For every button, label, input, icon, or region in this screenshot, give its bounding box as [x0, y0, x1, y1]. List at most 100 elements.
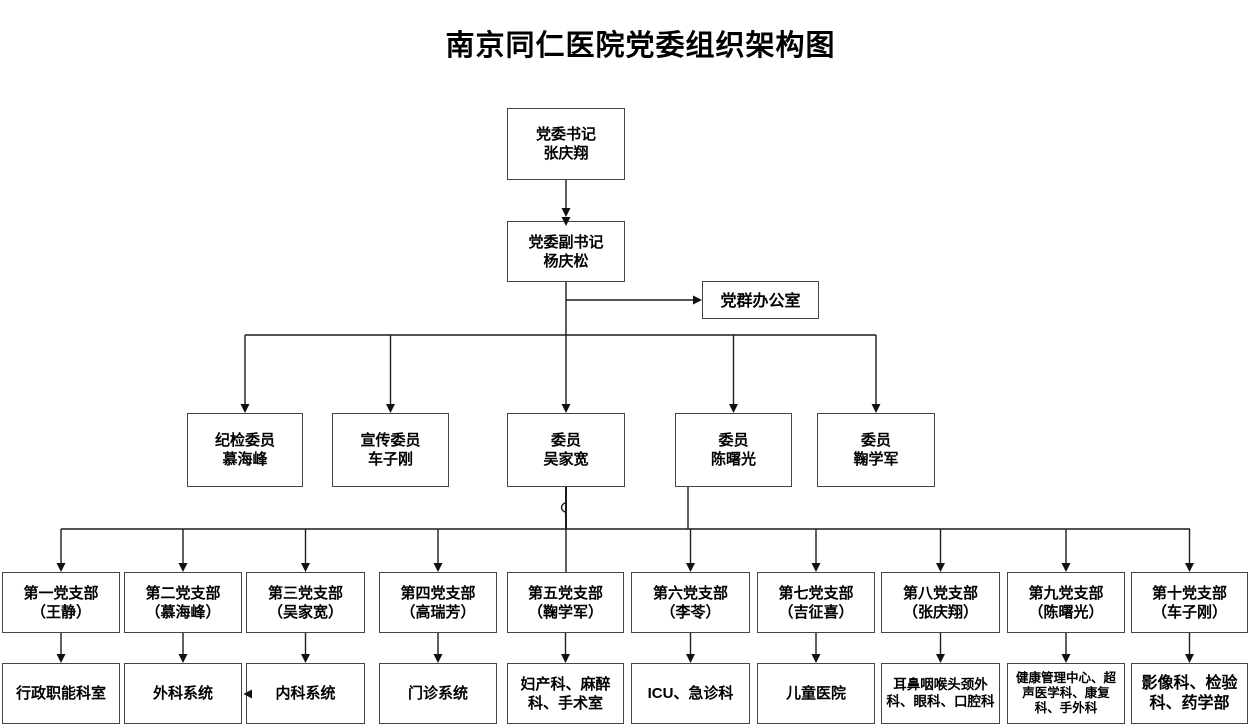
node-dept-9: 健康管理中心、超声医学科、康复科、手外科 [1007, 663, 1125, 724]
dept-label: 内科系统 [275, 685, 336, 702]
branch-leader: （慕海峰） [145, 603, 221, 621]
node-branch-8: 第八党支部 （张庆翔） [881, 572, 1000, 633]
arrowhead-down [1185, 563, 1194, 572]
node-committee-discipline: 纪检委员 慕海峰 [187, 413, 303, 487]
arrowhead-down [178, 563, 188, 572]
node-dept-8: 耳鼻咽喉头颈外科、眼科、口腔科 [881, 663, 1000, 724]
node-committee-member-2: 委员 陈曙光 [675, 413, 792, 487]
branch-leader: （吉征喜） [778, 603, 854, 621]
node-title: 党委书记 [535, 126, 596, 143]
node-committee-member-3: 委员 鞠学军 [817, 413, 935, 487]
node-person: 慕海峰 [222, 451, 268, 468]
arrowhead-down [811, 563, 821, 572]
node-dept-10: 影像科、检验科、药学部 [1131, 663, 1248, 724]
branch-leader: （王静） [30, 603, 91, 621]
arrowhead-down [1061, 654, 1071, 663]
arrowhead-down [240, 404, 250, 413]
node-committee-member-1: 委员 吴家宽 [507, 413, 625, 487]
dept-label: 妇产科、麻醉科、手术室 [520, 675, 611, 712]
node-title: 委员 [718, 432, 749, 449]
branch-leader: （鞠学军） [527, 603, 603, 621]
branch-name: 第三党支部 [267, 584, 343, 602]
node-title: 党委副书记 [528, 233, 604, 251]
arrowhead-down [686, 654, 695, 663]
node-branch-3: 第三党支部 （吴家宽） [246, 572, 365, 633]
arrowhead-down [871, 404, 881, 413]
branch-name: 第十党支部 [1151, 584, 1227, 602]
arrowhead-down [433, 563, 443, 572]
branch-name: 第一党支部 [23, 584, 99, 602]
node-party-secretary: 党委书记 张庆翔 [507, 108, 625, 180]
branch-leader: （陈曙光） [1028, 603, 1104, 621]
dept-label: 影像科、检验科、药学部 [1141, 674, 1238, 712]
node-deputy-secretary: 党委副书记 杨庆松 [507, 221, 625, 282]
arrowhead-down [936, 654, 945, 663]
arrowhead-down [936, 563, 945, 572]
node-branch-1: 第一党支部 （王静） [2, 572, 120, 633]
arrowhead-down [1185, 654, 1194, 663]
node-dept-7: 儿童医院 [757, 663, 875, 724]
node-title: 宣传委员 [360, 432, 421, 449]
node-dept-4: 门诊系统 [379, 663, 497, 724]
arrowhead-down [561, 208, 571, 217]
node-party-mass-office: 党群办公室 [702, 281, 819, 319]
page-title: 南京同仁医院党委组织架构图 [445, 28, 836, 62]
node-branch-10: 第十党支部 （车子刚） [1131, 572, 1248, 633]
node-person: 鞠学军 [853, 451, 899, 468]
node-person: 杨庆松 [543, 252, 589, 270]
branch-name: 第七党支部 [778, 584, 854, 602]
arrowhead-right [693, 295, 702, 305]
arrowhead-down [178, 654, 188, 663]
arrowhead-down [386, 404, 395, 413]
dept-label: 门诊系统 [407, 685, 468, 702]
dept-label: 健康管理中心、超声医学科、康复科、手外科 [1015, 671, 1116, 715]
dept-label: 儿童医院 [785, 685, 846, 702]
node-dept-5: 妇产科、麻醉科、手术室 [507, 663, 624, 724]
branch-leader: （张庆翔） [902, 603, 978, 621]
arrowhead-down [561, 654, 570, 663]
node-person: 吴家宽 [543, 451, 589, 468]
branch-name: 第九党支部 [1028, 584, 1104, 602]
node-label: 党群办公室 [720, 290, 801, 310]
branch-leader: （高瑞芳） [400, 603, 476, 621]
branch-leader: （李苓） [660, 603, 721, 621]
node-committee-publicity: 宣传委员 车子刚 [332, 413, 449, 487]
node-branch-7: 第七党支部 （吉征喜） [757, 572, 875, 633]
arrowhead-down [433, 654, 443, 663]
dept-label: ICU、急诊科 [647, 685, 734, 702]
node-dept-2: 外科系统 [124, 663, 242, 724]
line-hop-arc [560, 502, 567, 513]
arrowhead-down [1061, 563, 1071, 572]
node-title: 委员 [860, 432, 891, 449]
branch-leader: （车子刚） [1151, 603, 1227, 621]
node-person: 张庆翔 [543, 145, 589, 162]
branch-name: 第四党支部 [400, 584, 476, 602]
node-person: 陈曙光 [710, 451, 756, 468]
arrowhead-down [811, 654, 821, 663]
node-dept-1: 行政职能科室 [2, 663, 120, 724]
dept-label: 行政职能科室 [15, 685, 106, 702]
branch-name: 第五党支部 [527, 584, 603, 602]
arrowhead-down [729, 404, 738, 413]
node-branch-4: 第四党支部 （高瑞芳） [379, 572, 497, 633]
arrowhead-down [56, 654, 66, 663]
branch-name: 第六党支部 [652, 584, 728, 602]
dept-label: 耳鼻咽喉头颈外科、眼科、口腔科 [886, 677, 995, 709]
node-branch-2: 第二党支部 （慕海峰） [124, 572, 242, 633]
node-dept-6: ICU、急诊科 [631, 663, 750, 724]
dept-label: 外科系统 [152, 685, 213, 702]
arrowhead-down [686, 563, 695, 572]
node-branch-6: 第六党支部 （李苓） [631, 572, 750, 633]
node-dept-3: 内科系统 [246, 663, 365, 724]
branch-name: 第二党支部 [145, 584, 221, 602]
node-branch-5: 第五党支部 （鞠学军） [507, 572, 624, 633]
arrowhead-down [301, 654, 310, 663]
node-title: 委员 [550, 432, 581, 449]
branch-name: 第八党支部 [902, 584, 978, 602]
arrowhead-down [301, 563, 310, 572]
arrowhead-down [56, 563, 66, 572]
node-title: 纪检委员 [214, 432, 275, 449]
node-branch-9: 第九党支部 （陈曙光） [1007, 572, 1125, 633]
branch-leader: （吴家宽） [267, 603, 343, 621]
